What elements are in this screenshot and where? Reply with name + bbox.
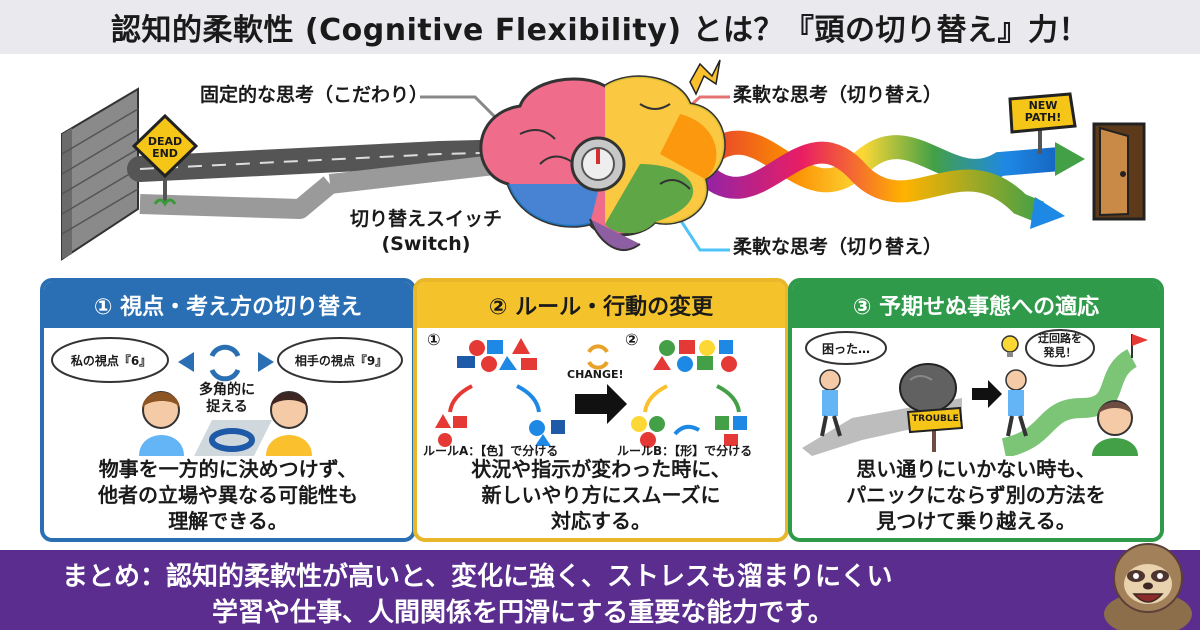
brick-wall-icon bbox=[61, 87, 139, 261]
panel-2-line-2: 新しいやり方にスムーズに bbox=[481, 483, 721, 507]
trouble-sign-text: TROUBLE! bbox=[912, 414, 963, 424]
title-bar: 認知的柔軟性 (Cognitive Flexibility) とは？『頭の切り替… bbox=[0, 0, 1200, 54]
panel-1-title: ① 視点・考え方の切り替え bbox=[44, 282, 412, 328]
change-label: CHANGE! bbox=[567, 368, 624, 381]
new-path-sign-text: NEW PATH! bbox=[1014, 100, 1072, 124]
panel-3-line-2: パニックにならず別の方法を bbox=[846, 483, 1106, 507]
woman-icon bbox=[139, 391, 184, 456]
bubble-my-view: 私の視点『6』 bbox=[70, 354, 152, 368]
flexible-thinking-label-top: 柔軟な思考（切り替え） bbox=[733, 84, 943, 106]
panel-rules: ② ルール・行動の変更 bbox=[413, 278, 789, 542]
panel-1-description: 物事を一方的に決めつけず、 他者の立場や異なる可能性も 理解できる。 bbox=[44, 456, 412, 534]
summary-bar: まとめ：認知的柔軟性が高いと、変化に強く、ストレスも溜まりにくい 学習や仕事、人… bbox=[0, 550, 1200, 630]
new-path-text-1: NEW bbox=[1028, 99, 1058, 112]
new-path-sign-icon bbox=[1008, 92, 1077, 154]
panel-adaptation: ③ 予期せぬ事態への適応 bbox=[788, 278, 1164, 542]
panel-perspective: ① 視点・考え方の切り替え bbox=[40, 278, 416, 542]
panel-2-title: ② ルール・行動の変更 bbox=[417, 282, 785, 328]
panel-1-line-2: 他者の立場や異なる可能性も bbox=[98, 483, 358, 507]
panel-2-description: 状況や指示が変わった時に、 新しいやり方にスムーズに 対応する。 bbox=[417, 456, 785, 534]
detour-path-icon bbox=[1001, 334, 1148, 456]
fixed-thinking-label: 固定的な思考（こだわり） bbox=[200, 84, 429, 106]
brain-icon bbox=[479, 75, 726, 251]
lightbulb-icon bbox=[1001, 335, 1019, 357]
road-icon bbox=[127, 139, 533, 219]
panel-1-line-3: 理解できる。 bbox=[168, 509, 288, 533]
panel-1-line-1: 物事を一方的に決めつけず、 bbox=[98, 457, 358, 481]
multi-angle-label: 多角的に 捉える bbox=[192, 382, 262, 416]
shape-pile-left-icon bbox=[435, 338, 565, 447]
door-icon bbox=[1092, 122, 1146, 221]
bubble-detour: 迂回路を 発見！ bbox=[1030, 332, 1090, 360]
switch-label-sub: (Switch) bbox=[381, 233, 471, 255]
walking-man-left-icon bbox=[819, 369, 842, 437]
summary-line-2: 学習や仕事、人間関係を円滑にする重要な能力です。 bbox=[212, 598, 834, 628]
trouble-sign-icon bbox=[906, 406, 964, 452]
dead-end-text-2: END bbox=[152, 147, 178, 160]
panel-1-illustration: 私の視点『6』 相手の視点『9』 多角的に 捉える bbox=[44, 328, 412, 456]
panel-3-illustration: 困った… 迂回路を 発見！ TROUBLE! bbox=[792, 328, 1160, 456]
flexible-thinking-label-bottom: 柔軟な思考（切り替え） bbox=[733, 236, 943, 258]
lightning-icon bbox=[689, 59, 721, 96]
dead-end-text-1: DEAD bbox=[147, 135, 183, 148]
new-path-text-2: PATH! bbox=[1024, 111, 1062, 124]
rule-b-label: ルールB：【形】で分ける bbox=[617, 444, 753, 458]
panel-2-line-1: 状況や指示が変わった時に、 bbox=[471, 457, 731, 481]
panel-2-illustration: ① ② CHANGE! bbox=[417, 328, 785, 456]
bubble-detour-line-2: 発見！ bbox=[1043, 346, 1077, 359]
switch-label-main: 切り替えスイッチ bbox=[350, 208, 503, 230]
panel-3-title: ③ 予期せぬ事態への適応 bbox=[792, 282, 1160, 328]
number-6-floor-icon bbox=[194, 420, 272, 456]
man-icon bbox=[266, 391, 312, 456]
step-2-label: ② bbox=[625, 330, 639, 349]
change-icon bbox=[575, 344, 627, 424]
walking-man-right-icon bbox=[1005, 369, 1028, 437]
perspective-illustration bbox=[51, 337, 403, 456]
panel-3-line-3: 見つけて乗り越える。 bbox=[876, 509, 1076, 533]
happy-boy-icon bbox=[1092, 400, 1138, 456]
hero-illustration: 固定的な思考（こだわり） 柔軟な思考（切り替え） 柔軟な思考（切り替え） 切り替… bbox=[0, 54, 1200, 276]
rule-a-label: ルールA：【色】で分ける bbox=[423, 444, 559, 458]
step-1-label: ① bbox=[427, 330, 441, 349]
dead-end-sign-icon bbox=[131, 113, 199, 207]
hero-svg bbox=[61, 59, 1146, 261]
rules-illustration bbox=[435, 338, 747, 448]
adaptation-illustration bbox=[802, 329, 1148, 456]
bubble-other-view: 相手の視点『9』 bbox=[294, 354, 388, 368]
dead-end-sign-text: DEAD END bbox=[142, 136, 188, 160]
page-title: 認知的柔軟性 (Cognitive Flexibility) とは？『頭の切り替… bbox=[110, 13, 1089, 48]
swap-arrows-icon bbox=[178, 344, 274, 382]
shape-pile-right-icon bbox=[631, 340, 747, 448]
bubble-trouble: 困った… bbox=[821, 342, 870, 356]
panel-2-line-3: 対応する。 bbox=[551, 509, 651, 533]
summary-line-1: まとめ：認知的柔軟性が高いと、変化に強く、ストレスも溜まりにくい bbox=[62, 562, 893, 592]
sloth-mascot-icon bbox=[1104, 543, 1192, 630]
switch-label: 切り替えスイッチ (Switch) bbox=[350, 207, 502, 257]
multi-angle-line-1: 多角的に bbox=[199, 382, 255, 398]
multi-angle-line-2: 捉える bbox=[206, 399, 248, 415]
panel-3-description: 思い通りにいかない時も、 パニックにならず別の方法を 見つけて乗り越える。 bbox=[792, 456, 1160, 534]
bubble-detour-line-1: 迂回路を bbox=[1038, 332, 1082, 345]
panel-3-line-1: 思い通りにいかない時も、 bbox=[856, 457, 1096, 481]
